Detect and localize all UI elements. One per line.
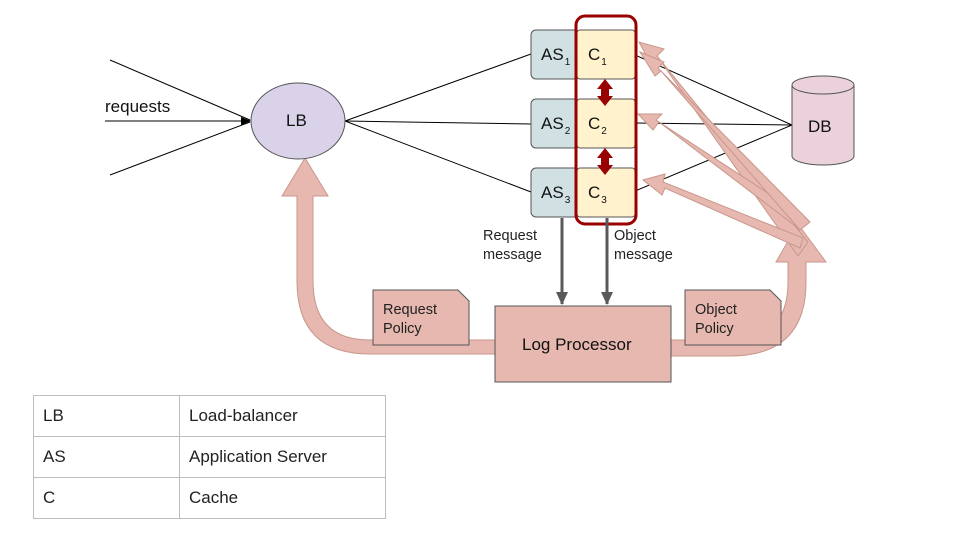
cache-1-label: C1 [588, 45, 607, 68]
message-arrows [556, 218, 613, 305]
object-policy-document [684, 289, 782, 346]
cache-3-label: C3 [588, 183, 607, 206]
legend-table: LB Load-balancer AS Application Server C… [33, 395, 386, 519]
legend-abbr: LB [33, 395, 180, 437]
legend-row: LB Load-balancer [33, 395, 386, 437]
db-label: DB [808, 117, 832, 136]
cache-sync-arrows [597, 79, 613, 175]
requests-label: requests [105, 97, 171, 116]
legend-meaning: Cache [179, 477, 386, 519]
object-policy-label: Object Policy [695, 302, 737, 337]
log-processor-label: Log Processor [522, 335, 632, 354]
request-message-label: Request message [483, 228, 542, 263]
lb-label: LB [286, 111, 307, 130]
request-lines [105, 59, 251, 176]
app-server-3-label: AS3 [541, 183, 571, 206]
app-server-2-label: AS2 [541, 114, 571, 137]
legend-abbr: AS [33, 436, 180, 478]
request-policy-document [372, 289, 470, 346]
legend-meaning: Application Server [179, 436, 386, 478]
legend-meaning: Load-balancer [179, 395, 386, 437]
cache-2-label: C2 [588, 114, 607, 137]
database-node [791, 75, 855, 166]
legend-row: AS Application Server [33, 436, 386, 478]
app-server-1-label: AS1 [541, 45, 571, 68]
lb-server-connections [344, 53, 532, 193]
legend-abbr: C [33, 477, 180, 519]
request-policy-label: Request Policy [383, 302, 438, 337]
log-processor-box [494, 305, 672, 383]
object-message-label: Object message [614, 228, 673, 263]
cache-update-arrows [636, 41, 811, 257]
legend-row: C Cache [33, 477, 386, 519]
request-policy-flow-arrow [281, 157, 496, 355]
load-balancer-node [250, 82, 346, 160]
